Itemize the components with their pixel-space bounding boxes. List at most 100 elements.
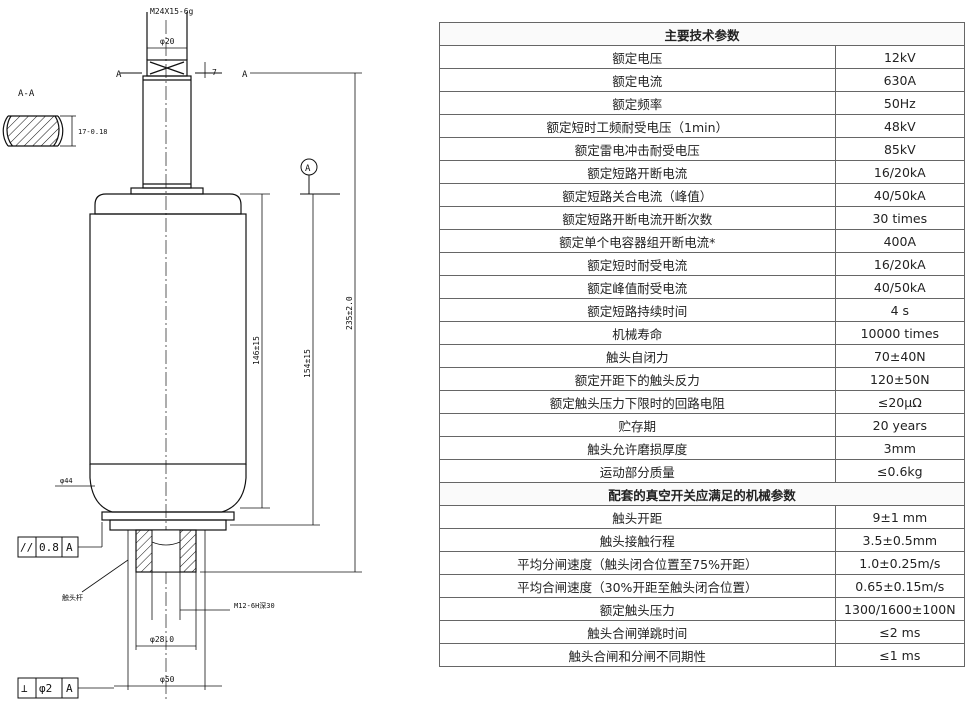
thread-bottom-label: M12-6H深30 [234,601,275,610]
param-value: 12kV [834,45,966,69]
small-dim-label: 7 [212,68,217,77]
param-name: 额定短时耐受电流 [439,252,836,276]
section-view-label: A-A [18,89,35,99]
dim-235-label: 235±2.0 [345,296,354,330]
table-row: 平均分闸速度（触头闭合位置至75%开距）1.0±0.25m/s [439,551,966,575]
dimension-lines [200,72,362,573]
param-name: 额定频率 [439,91,836,115]
tol2-symbol: ⊥ [21,682,28,695]
param-value: ≤20μΩ [834,390,966,414]
param-name: 平均分闸速度（触头闭合位置至75%开距） [439,551,836,575]
contact-rod-label: 触头杆 [62,593,83,602]
section-a-right: A [242,70,248,80]
tolerance-frame-parallel: // 0.8 A [17,522,103,558]
param-name: 额定短时工频耐受电压（1min） [439,114,836,138]
flat-dim-label: 17-0.18 [78,128,108,136]
table-row: 额定触头压力下限时的回路电阻≤20μΩ [439,390,966,414]
datum-a-circle [300,158,318,176]
param-value: 0.65±0.15m/s [834,574,966,598]
tol1-datum: A [66,541,73,554]
param-name: 额定单个电容器组开断电流* [439,229,836,253]
param-name: 额定短路持续时间 [439,298,836,322]
weld-label: φ44 [60,477,73,485]
param-value: 9±1 mm [834,505,966,529]
param-value: 16/20kA [834,252,966,276]
param-value: 85kV [834,137,966,161]
moving-rod [127,529,206,690]
table-row: 触头合闸弹跳时间≤2 ms [439,620,966,644]
diam-28-label: φ28.0 [150,635,174,644]
param-value: ≤2 ms [834,620,966,644]
param-value: 16/20kA [834,160,966,184]
param-name: 贮存期 [439,413,836,437]
param-value: 120±50N [834,367,966,391]
param-name: 平均合闸速度（30%开距至触头闭合位置） [439,574,836,598]
param-name: 额定电流 [439,68,836,92]
param-value: 50Hz [834,91,966,115]
top-terminal [130,12,204,195]
table-row: 额定短路关合电流（峰值）40/50kA [439,183,966,207]
table-row: 运动部分质量≤0.6kg [439,459,966,483]
param-value: 1300/1600±100N [834,597,966,621]
param-name: 触头合闸弹跳时间 [439,620,836,644]
section-title: 配套的真空开关应满足的机械参数 [439,482,965,506]
param-value: 630A [834,68,966,92]
section-view [2,115,76,147]
section-a-left: A [116,70,122,80]
technical-drawing: M24X15-6g φ20 A A 7 A-A 17-0.18 A [2,7,362,700]
tol2-value: φ2 [39,682,52,695]
param-name: 额定电压 [439,45,836,69]
tol2-datum: A [66,682,73,695]
param-value: 10000 times [834,321,966,345]
table-section-header: 主要技术参数 [439,22,965,46]
param-name: 额定短路关合电流（峰值） [439,183,836,207]
param-name: 运动部分质量 [439,459,836,483]
insulator-body [89,193,247,531]
param-name: 额定雷电冲击耐受电压 [439,137,836,161]
param-name: 额定触头压力 [439,597,836,621]
param-value: 40/50kA [834,183,966,207]
param-name: 额定触头压力下限时的回路电阻 [439,390,836,414]
param-value: 48kV [834,114,966,138]
param-name: 额定短路开断电流开断次数 [439,206,836,230]
param-value: ≤1 ms [834,643,966,667]
param-name: 触头开距 [439,505,836,529]
diam-top-label: φ20 [160,37,175,46]
section-title: 主要技术参数 [439,22,965,46]
table-row: 触头合闸和分闸不同期性≤1 ms [439,643,966,667]
param-value: 30 times [834,206,966,230]
param-name: 额定短路开断电流 [439,160,836,184]
param-value: 3.5±0.5mm [834,528,966,552]
dim-146-label: 146±15 [252,336,261,365]
table-row: 额定单个电容器组开断电流*400A [439,229,966,253]
table-section-header: 配套的真空开关应满足的机械参数 [439,482,965,506]
param-value: 20 years [834,413,966,437]
tol1-symbol: // [20,541,33,554]
param-name: 触头合闸和分闸不同期性 [439,643,836,667]
datum-a-label: A [305,164,311,174]
param-name: 额定峰值耐受电流 [439,275,836,299]
tolerance-frame-perpendicular: ⊥ φ2 A [17,677,114,699]
dim-154-label: 154±15 [303,349,312,378]
param-value: 4 s [834,298,966,322]
param-value: 3mm [834,436,966,460]
